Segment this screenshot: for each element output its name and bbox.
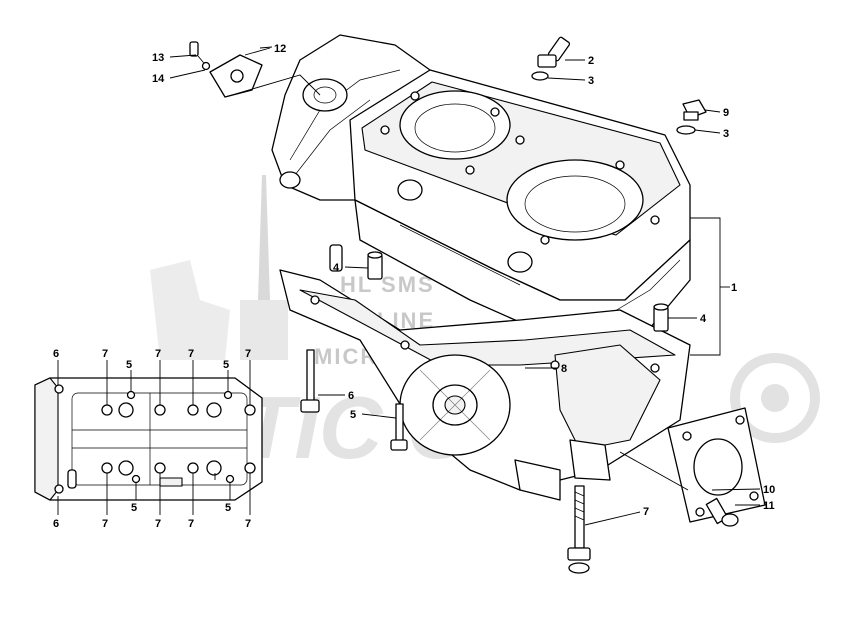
upper-case-side (354, 199, 691, 341)
callout-4: 4 (700, 313, 707, 325)
callout-7: 7 (155, 348, 161, 360)
cover-washer (201, 61, 211, 71)
callout-7: 7 (643, 506, 649, 518)
watermark-spire (258, 175, 270, 300)
washer-3b (676, 125, 696, 135)
callout-5: 5 (225, 502, 231, 514)
callout-7: 7 (155, 518, 161, 530)
cover-boss (302, 78, 348, 112)
callout-7: 7 (245, 518, 251, 530)
callout-5: 5 (131, 502, 137, 514)
callout-5: 5 (223, 359, 229, 371)
callout-3: 3 (588, 75, 594, 87)
callout-7: 7 (102, 348, 108, 360)
watermark-hub (761, 384, 789, 412)
lower-crankcase (279, 269, 691, 501)
callout-10: 10 (763, 484, 775, 496)
watermark-tower (240, 300, 288, 360)
bolt-7-long (567, 485, 591, 574)
cylinder-bore-1 (399, 90, 511, 160)
callout-11: 11 (763, 500, 775, 512)
callout-2: 2 (588, 55, 594, 67)
upper-crankcase (271, 34, 691, 341)
callout-7: 7 (245, 348, 251, 360)
callout-6: 6 (348, 390, 354, 402)
washer-3a (531, 71, 549, 81)
callout-labels: 1 2 3 3 4 4 5 5 5 5 5 6 6 6 7 7 7 7 7 7 … (53, 43, 775, 530)
watermark-line-1: HL SMS (340, 272, 435, 297)
callout-7: 7 (102, 518, 108, 530)
callout-9: 9 (723, 107, 729, 119)
gasket-group (667, 407, 766, 527)
callout-6: 6 (53, 518, 59, 530)
callout-7: 7 (188, 518, 194, 530)
bottom-view (34, 377, 263, 501)
callout-3: 3 (723, 128, 729, 140)
bolt-6 (300, 349, 320, 413)
callout-4: 4 (333, 262, 340, 274)
cover-plate-group (189, 41, 263, 98)
watermark-wheel (730, 353, 820, 443)
callout-7: 7 (188, 348, 194, 360)
callout-12: 12 (274, 43, 286, 55)
callout-14: 14 (152, 73, 165, 85)
callout-1: 1 (731, 282, 737, 294)
callout-5: 5 (126, 359, 132, 371)
callout-5: 5 (350, 409, 356, 421)
callout-6: 6 (53, 348, 59, 360)
plug-group (676, 99, 707, 135)
bolt-5 (390, 403, 408, 451)
callout-13: 13 (152, 52, 164, 64)
fitting-group (531, 36, 571, 81)
cylinder-bore-2 (506, 159, 644, 241)
callout-8: 8 (561, 363, 567, 375)
crank-window (554, 344, 661, 451)
cover-bolt (189, 41, 199, 57)
watermark-building (150, 260, 230, 360)
leader-lines (57, 46, 761, 526)
